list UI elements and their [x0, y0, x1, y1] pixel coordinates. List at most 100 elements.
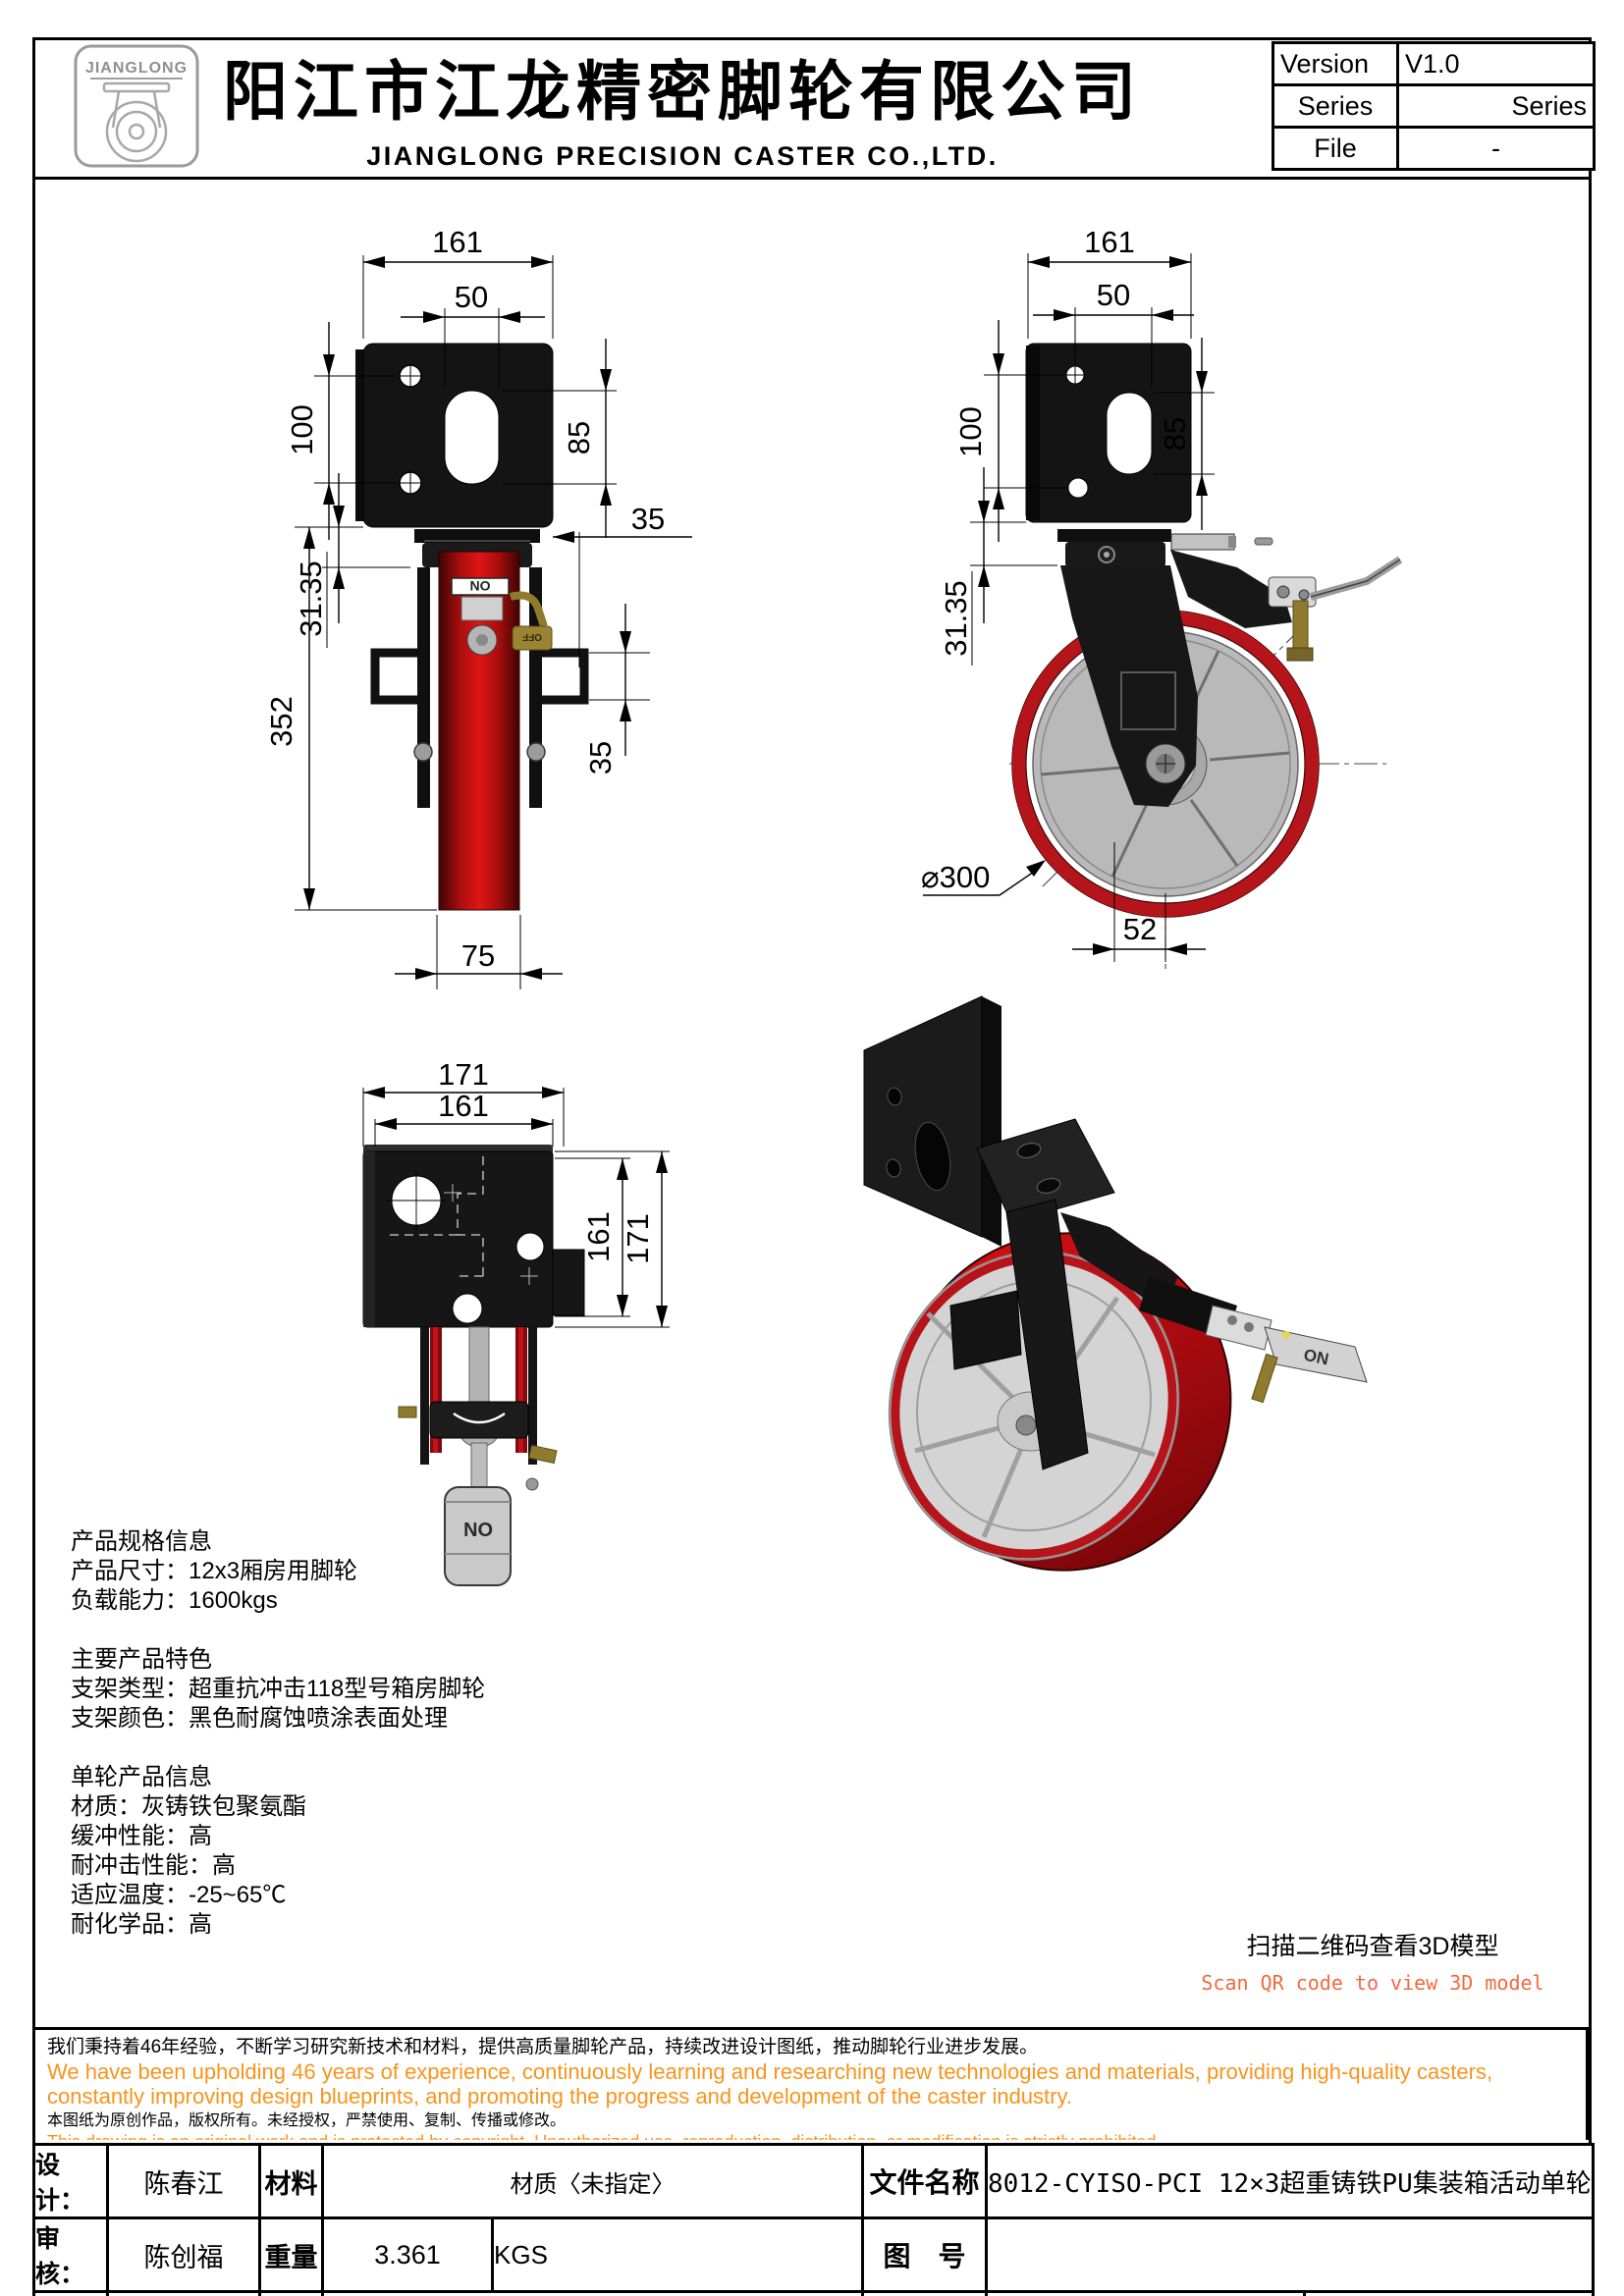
front-dim-plate-width: 161: [432, 225, 483, 259]
standard-label: 标准: [258, 2290, 324, 2296]
spec-group-2: 主要产品特色 支架类型：超重抗冲击118型号箱房脚轮 支架颜色：黑色耐腐蚀喷涂表…: [71, 1645, 485, 1734]
spec-title-3: 单轮产品信息: [71, 1764, 212, 1790]
company-logo-icon: JIANGLONG: [74, 44, 199, 168]
spec-title-1: 产品规格信息: [71, 1528, 212, 1555]
review-value: 陈创福: [106, 2216, 261, 2293]
spec-line: 耐化学品：高: [71, 1911, 212, 1938]
filename-value: 8012-CYISO-PCI 12×3超重铸铁PU集装箱活动单轮: [984, 2143, 1596, 2219]
drawing-no-label: 图 号: [861, 2216, 988, 2293]
title-block-row-3: 日期： 2025/8/13 标准 江龙精密转动JPI专利 技术支持 TEL.:8…: [32, 2290, 1596, 2296]
iso-pedal-on-label: ON: [1302, 1346, 1330, 1369]
brake-on-label: ON: [470, 578, 491, 594]
front-dim-hole-spacing: 100: [285, 404, 319, 455]
statement-en-2: This drawing is an original work and is …: [47, 2131, 1574, 2140]
statement-box: 我们秉持着46年经验，不断学习研究新技术和材料，提供高质量脚轮产品，持续改进设计…: [32, 2027, 1589, 2140]
side-dim-wheel-diameter: ⌀300: [921, 860, 990, 894]
spec-line: 材质：灰铸铁包聚氨酯: [71, 1793, 306, 1820]
front-handle-right: [542, 648, 589, 705]
qr-note: 扫描二维码查看3D模型 Scan QR code to view 3D mode…: [1159, 1927, 1587, 1995]
front-dim-offset-35: 35: [631, 502, 665, 536]
iso-bracket-plate: [863, 995, 1001, 1247]
top-view-drawing: ON 171 161 161 171: [226, 1041, 736, 1595]
side-dim-cutout-height: 85: [1158, 417, 1192, 451]
brake-off-lever: [512, 625, 553, 651]
front-fork-leg-left: [417, 567, 430, 808]
product-specs: 产品规格信息 产品尺寸：12x3厢房用脚轮 负载能力：1600kgs 主要产品特…: [71, 1527, 485, 1940]
iso-view-drawing: ON: [825, 982, 1414, 1615]
support-label: 技术支持: [861, 2290, 988, 2296]
side-dim-plate-width: 161: [1084, 225, 1135, 259]
title-block-row-1: 设计： 陈春江 材料 材质〈未指定〉 文件名称 8012-CYISO-PCI 1…: [32, 2143, 1596, 2219]
brake-on-plate: [451, 577, 510, 596]
qr-note-cn: 扫描二维码查看3D模型: [1246, 1933, 1499, 1960]
design-value: 陈春江: [106, 2143, 261, 2219]
title-block-row-2: 审核： 陈创福 重量 3.361 KGS 图 号: [32, 2216, 1596, 2293]
design-label: 设计：: [32, 2143, 109, 2219]
spec-title-2: 主要产品特色: [71, 1646, 212, 1673]
series-label: Series: [1272, 83, 1399, 129]
front-dim-handle-height: 35: [583, 741, 618, 774]
statement-cn-1: 我们秉持着46年经验，不断学习研究新技术和材料，提供高质量脚轮产品，持续改进设计…: [47, 2037, 1039, 2057]
material-label: 材料: [258, 2143, 324, 2219]
material-value: 材质〈未指定〉: [321, 2143, 864, 2219]
side-view-drawing: 161 50 100 85 31.35 ⌀300 52: [864, 206, 1414, 1006]
spec-line: 支架类型：超重抗冲击118型号箱房脚轮: [71, 1676, 486, 1702]
iso-fork-leg: [1005, 1199, 1089, 1470]
weight-label: 重量: [258, 2216, 324, 2293]
front-dim-cutout-height: 85: [562, 421, 596, 454]
version-value: V1.0: [1396, 41, 1596, 86]
spec-group-3: 单轮产品信息 材质：灰铸铁包聚氨酯 缓冲性能：高 耐冲击性能：高 适应温度：-2…: [71, 1763, 485, 1940]
support-phone: TEL.:86-662-3505491 3510011 FAX.:86-662-…: [985, 2290, 1306, 2296]
top-hole-center: [452, 1293, 483, 1324]
spec-line: 负载能力：1600kgs: [71, 1587, 278, 1614]
top-side-tab: [552, 1249, 585, 1316]
top-dim-depth-161: 161: [581, 1211, 616, 1262]
front-dim-overall-height: 352: [264, 696, 298, 747]
side-dim-bolt-spacing: 50: [1097, 278, 1130, 312]
support-links: http://www.jianglongcaster.com E.mail.:j…: [1302, 2290, 1596, 2296]
side-dim-hole-spacing: 100: [953, 406, 988, 457]
iso-top-plate: [976, 1118, 1115, 1223]
review-label: 审核：: [32, 2216, 109, 2293]
spec-line: 适应温度：-25~65℃: [71, 1882, 287, 1908]
top-brake-pedal: [444, 1486, 512, 1586]
pedal-on-label: ON: [463, 1518, 493, 1539]
side-dim-offset-52: 52: [1123, 912, 1157, 946]
series-value: Series: [1396, 83, 1596, 129]
date-label: 日期：: [32, 2290, 109, 2296]
weight-value: 3.361: [321, 2216, 494, 2293]
front-dim-swivel-height: 31.35: [294, 561, 328, 637]
file-value: -: [1396, 126, 1596, 171]
top-clamp: [429, 1401, 529, 1439]
top-hole-right: [515, 1232, 545, 1261]
front-dim-wheel-width: 75: [461, 938, 495, 973]
top-dim-width-171: 171: [438, 1057, 489, 1092]
logo-text: JIANGLONG: [85, 60, 188, 77]
drawing-no-value: [984, 2216, 1596, 2293]
statement-cn-2: 本图纸为原创作品，版权所有。未经授权，严禁使用、复制、传播或修改。: [47, 2112, 567, 2129]
version-table: Version V1.0 Series Series File -: [1272, 41, 1596, 171]
top-dim-width-161: 161: [438, 1089, 489, 1123]
side-dim-swivel-height: 31.35: [939, 580, 973, 657]
side-oblong-cutout: [1106, 392, 1153, 475]
header-divider: [32, 177, 1589, 180]
spec-line: 耐冲击性能：高: [71, 1852, 236, 1879]
date-value: 2025/8/13: [106, 2290, 261, 2296]
iso-stub-block: [949, 1290, 1022, 1370]
spec-line: 缓冲性能：高: [71, 1823, 212, 1849]
standard-value: 江龙精密转动JPI专利: [321, 2290, 864, 2296]
title-block: 设计： 陈春江 材料 材质〈未指定〉 文件名称 8012-CYISO-PCI 1…: [32, 2143, 1596, 2296]
statement-en-1: We have been upholding 46 years of exper…: [47, 2059, 1493, 2109]
spec-line: 支架颜色：黑色耐腐蚀喷涂表面处理: [71, 1705, 448, 1732]
front-handle-left: [370, 648, 417, 705]
company-name-cn: 阳江市江龙精密脚轮有限公司: [223, 55, 1142, 128]
filename-label: 文件名称: [861, 2143, 988, 2219]
spec-group-1: 产品规格信息 产品尺寸：12x3厢房用脚轮 负载能力：1600kgs: [71, 1527, 485, 1616]
file-label: File: [1272, 126, 1399, 171]
front-oblong-cutout: [444, 390, 500, 485]
spec-line: 产品尺寸：12x3厢房用脚轮: [71, 1558, 358, 1584]
iso-brake-pedal: [1264, 1326, 1368, 1383]
brake-lever: [1309, 556, 1403, 601]
weight-unit: KGS: [491, 2216, 864, 2293]
